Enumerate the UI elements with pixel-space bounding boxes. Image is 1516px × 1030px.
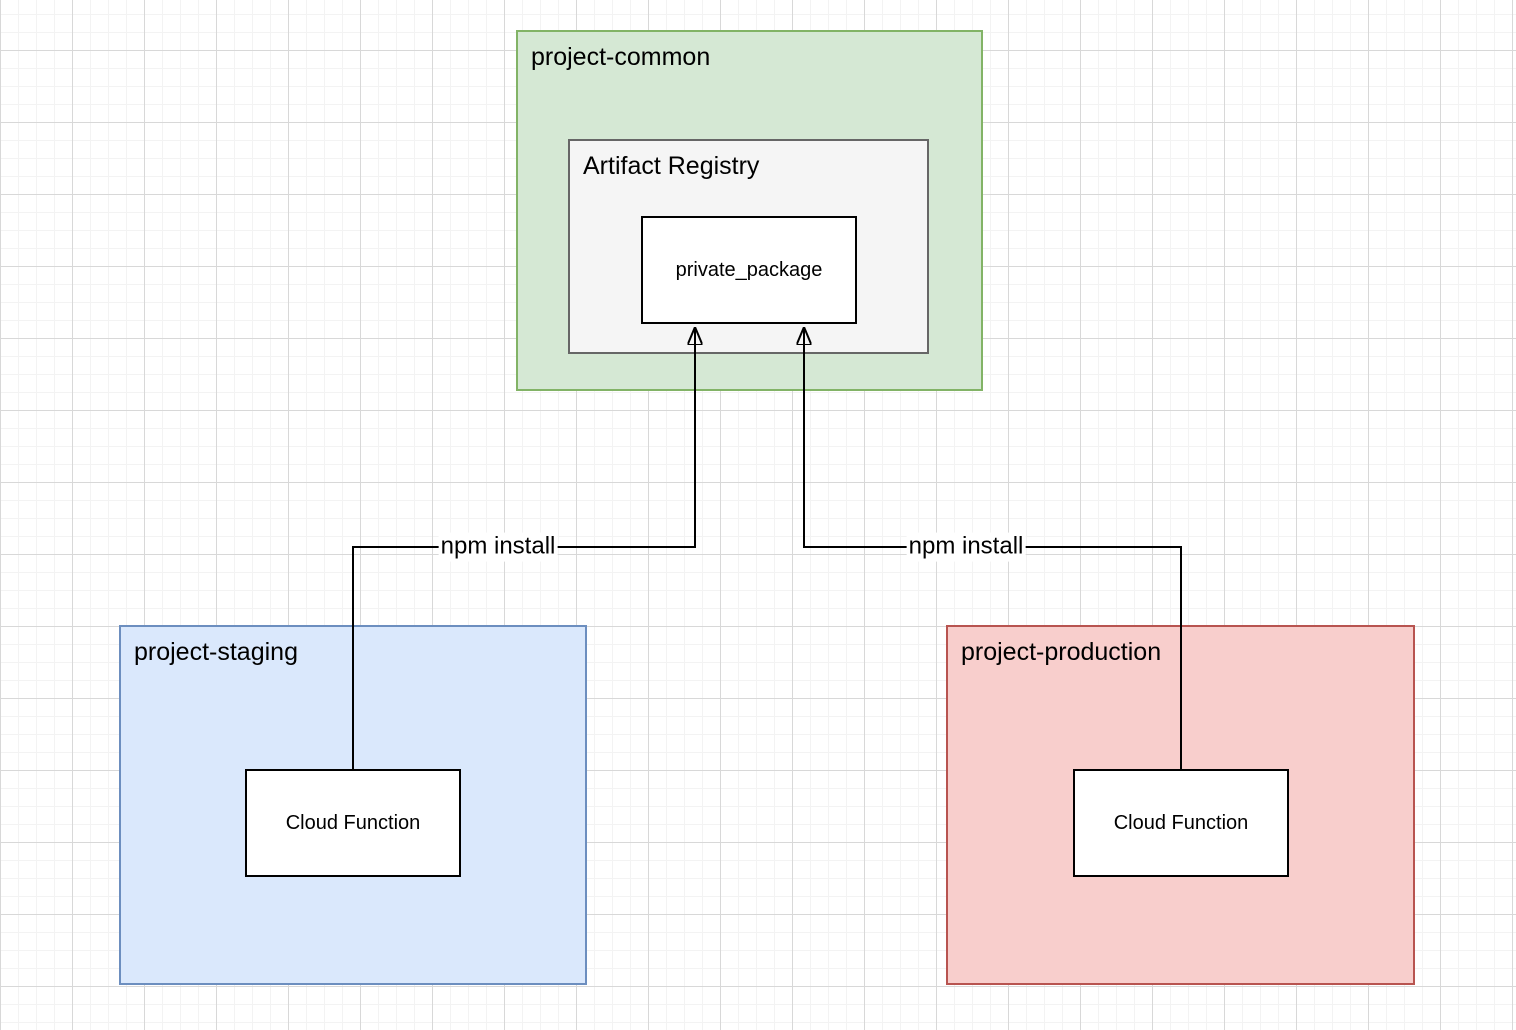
container-project-production-label: project-production [961,638,1162,666]
container-project-staging-label: project-staging [134,638,298,666]
node-cloud-function-production[interactable]: Cloud Function [1073,769,1289,877]
edge-label-npm-install-production[interactable]: npm install [906,532,1026,562]
node-cloud-function-staging-label: Cloud Function [285,811,421,834]
edge-label-npm-install-staging[interactable]: npm install [438,532,558,562]
node-private-package[interactable]: private_package [641,216,857,324]
container-project-common-label: project-common [531,43,711,71]
node-cloud-function-staging[interactable]: Cloud Function [245,769,461,877]
container-artifact-registry-label: Artifact Registry [583,152,760,180]
node-private-package-label: private_package [675,258,823,281]
node-cloud-function-production-label: Cloud Function [1113,811,1249,834]
